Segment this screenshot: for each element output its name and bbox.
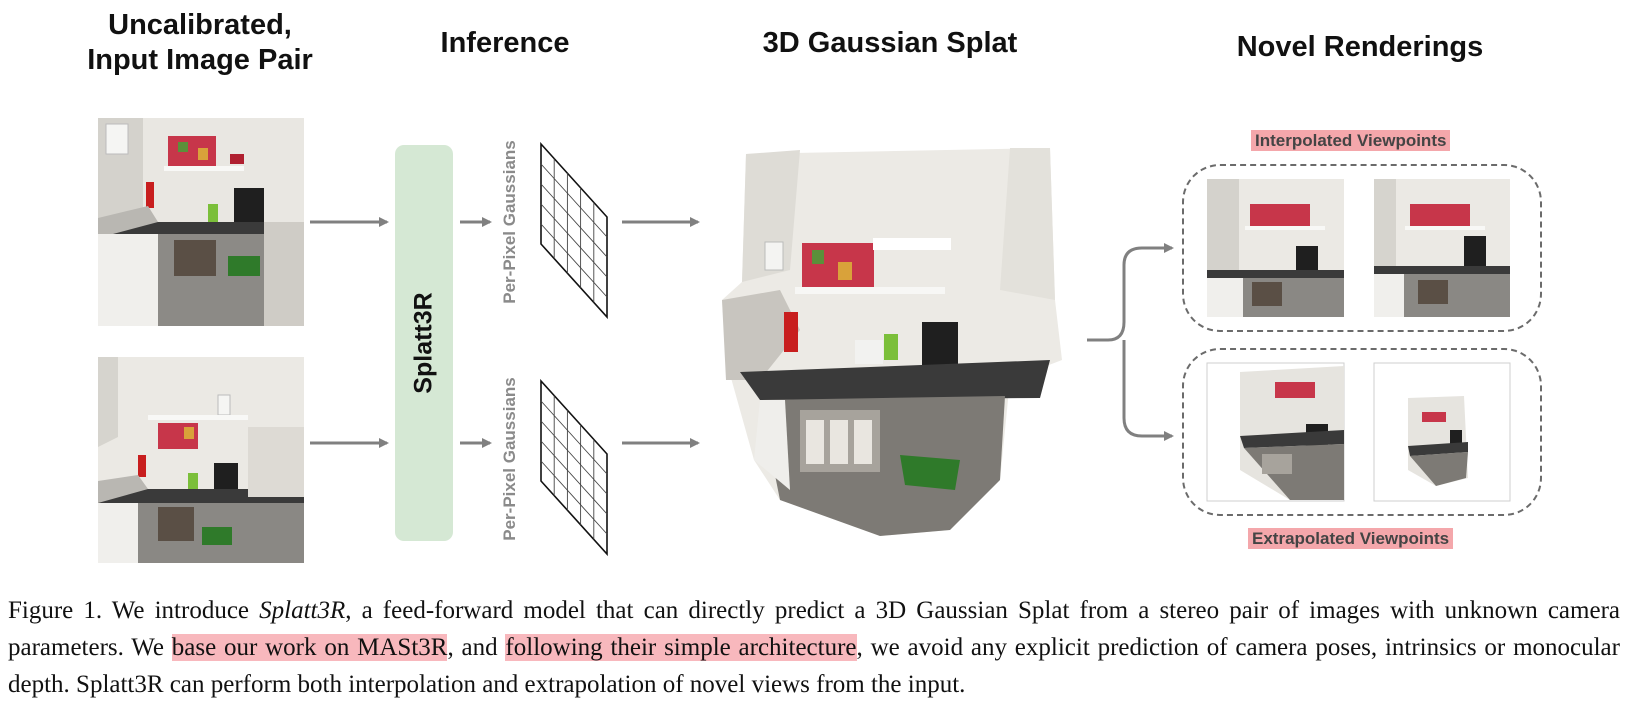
interpolated-views-group <box>1182 164 1542 332</box>
extrapolated-view-2 <box>1373 362 1511 502</box>
splatt3r-model-block <box>395 145 453 541</box>
input-image-1 <box>98 118 304 326</box>
caption-highlight-1: base our work on MASt3R <box>171 634 448 661</box>
caption-model-name: Splatt3R <box>259 597 346 624</box>
header-3d-gaussian-splat: 3D Gaussian Splat <box>762 27 1018 59</box>
interpolated-view-1 <box>1207 179 1344 317</box>
input-image-2 <box>98 357 304 563</box>
interpolated-view-2 <box>1374 179 1510 317</box>
caption-highlight-2: following their simple architecture <box>505 634 857 661</box>
gaussian-splat-render <box>722 148 1062 536</box>
extrapolated-viewpoints-tag: Extrapolated Viewpoints <box>1248 528 1454 549</box>
branch-arrow-interpolated <box>1087 243 1174 342</box>
extrapolated-view-1 <box>1206 362 1345 502</box>
header-novel-renderings: Novel Renderings <box>1236 31 1484 63</box>
header-input-image-pair: Uncalibrated, Input Image Pair <box>87 9 313 76</box>
gaussian-grid-bottom <box>540 378 608 557</box>
gaussian-grid-top <box>540 141 608 320</box>
interpolated-viewpoints-tag: Interpolated Viewpoints <box>1251 130 1451 151</box>
extrapolated-views-group <box>1182 348 1542 516</box>
branch-arrow-extrapolated <box>1122 340 1174 441</box>
header-inference: Inference <box>440 27 570 59</box>
figure-caption: Figure 1. We introduce Splatt3R, a feed-… <box>8 597 1620 698</box>
